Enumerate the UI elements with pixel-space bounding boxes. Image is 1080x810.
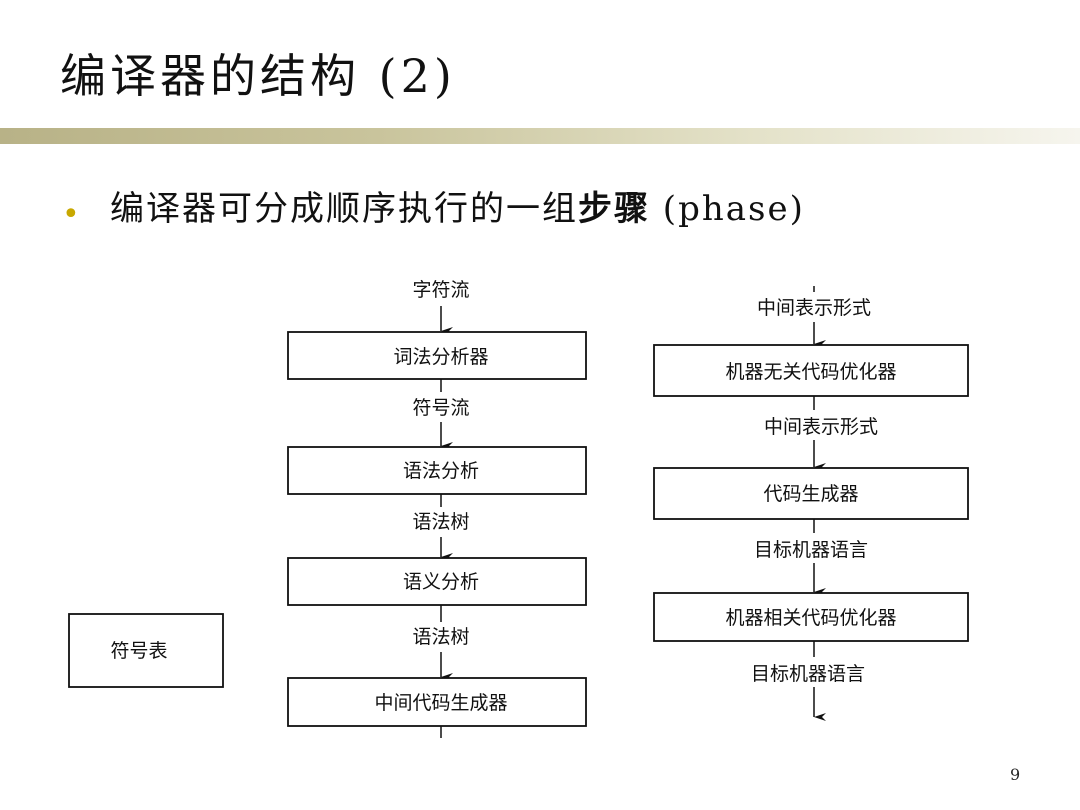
right-output-label-1: 中间表示形式 — [764, 416, 878, 438]
left-output-bg-2 — [395, 507, 485, 537]
bullet-text-suffix: (phase) — [650, 189, 805, 229]
symbol-table-label: 符号表 — [110, 640, 167, 662]
stage-box-machine-independent-optimizer — [653, 344, 969, 397]
stage-label-semantic: 语义分析 — [403, 571, 479, 593]
left-output-bg-3 — [395, 622, 485, 652]
left-output-bg-1 — [395, 392, 485, 422]
left-output-label-1: 符号流 — [412, 397, 469, 419]
left-output-label-2: 语法树 — [412, 511, 469, 533]
left-output-label-3: 语法树 — [412, 626, 469, 648]
bullet-text-main: 编译器可分成顺序执行的一组 — [110, 189, 578, 229]
bullet-text: 编译器可分成顺序执行的一组步骤 (phase) — [110, 186, 805, 232]
stage-box-lexer — [287, 331, 587, 380]
stage-box-parser — [287, 446, 587, 495]
right-output-bg-2 — [740, 533, 885, 563]
left-input-label: 字符流 — [412, 279, 469, 301]
bullet-dot-icon: • — [62, 197, 80, 232]
stage-label-code-generator: 代码生成器 — [763, 483, 858, 505]
right-input-label: 中间表示形式 — [757, 297, 871, 319]
stage-box-semantic — [287, 557, 587, 606]
stage-label-lexer: 词法分析器 — [393, 346, 488, 368]
page-number: 9 — [1010, 765, 1021, 784]
slide-title: 编译器的结构 (2) — [60, 49, 456, 103]
right-output-bg-3 — [735, 657, 885, 687]
right-output-label-3: 目标机器语言 — [751, 663, 865, 685]
stage-box-machine-dependent-optimizer — [653, 592, 969, 642]
stage-label-parser: 语法分析 — [403, 460, 479, 482]
stage-box-ir-generator — [287, 677, 587, 727]
symbol-table-box — [68, 613, 224, 688]
right-output-bg-1 — [745, 410, 885, 440]
stage-label-machine-dependent-optimizer: 机器相关代码优化器 — [725, 607, 896, 629]
stage-label-machine-independent-optimizer: 机器无关代码优化器 — [725, 361, 896, 383]
stage-label-ir-generator: 中间代码生成器 — [374, 692, 507, 714]
stage-box-code-generator — [653, 467, 969, 520]
bullet-text-bold: 步骤 — [578, 189, 650, 229]
title-underline-bar — [0, 128, 1080, 144]
right-output-label-2: 目标机器语言 — [754, 539, 868, 561]
